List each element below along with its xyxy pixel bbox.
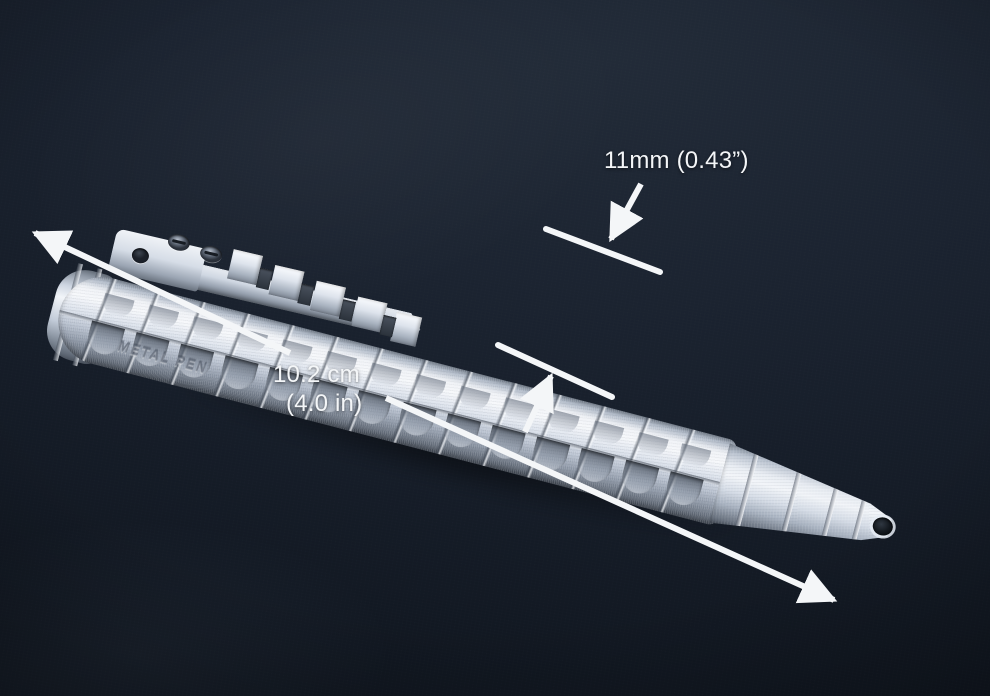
- screw-slot: [171, 239, 187, 246]
- screw-slot: [204, 250, 219, 257]
- pen-body-group: METAL PEN: [37, 228, 898, 594]
